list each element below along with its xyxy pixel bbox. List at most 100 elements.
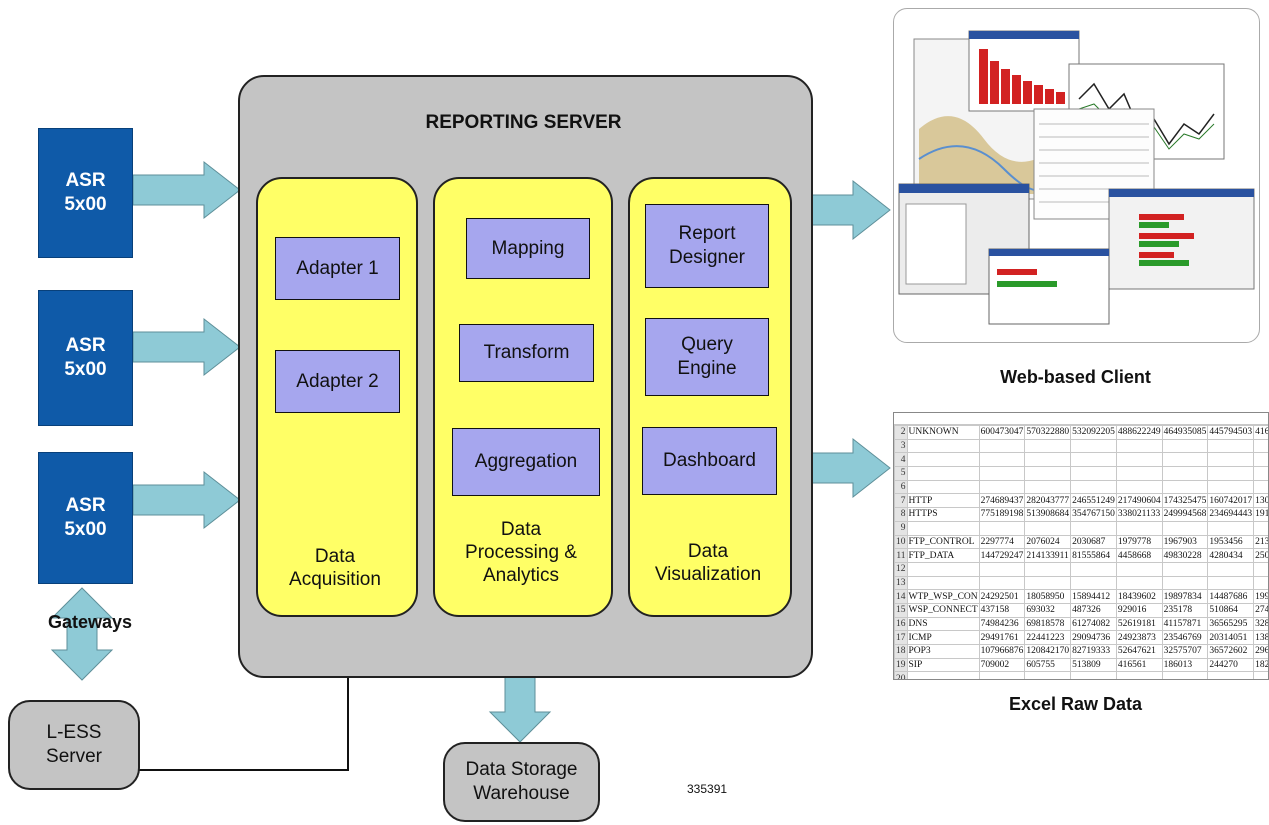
- excel-row: 3: [894, 438, 1268, 454]
- excel-cell: 81555864: [1070, 548, 1117, 563]
- excel-cell: 18439602: [1115, 589, 1163, 604]
- excel-cell: 709002: [978, 657, 1026, 673]
- excel-cell: 24923873: [1115, 630, 1163, 645]
- excel-cell: [1207, 561, 1255, 577]
- figure-number: 335391: [687, 782, 728, 796]
- excel-cell: 107966876: [978, 644, 1026, 659]
- excel-cell: 191819191: [1253, 507, 1268, 522]
- excel-cell: 282043777: [1024, 493, 1072, 509]
- excel-cell: 929016: [1115, 602, 1163, 618]
- less-server: L-ESS Server: [8, 700, 140, 790]
- excel-row-name: WSP_CONNECT: [906, 602, 980, 618]
- excel-cell: 69818578: [1024, 616, 1072, 632]
- excel-row-name: SIP: [906, 657, 980, 673]
- excel-row: 6: [894, 479, 1268, 495]
- excel-cell: 19897834: [1161, 589, 1209, 604]
- excel-cell: [1207, 520, 1255, 536]
- excel-cell: 214133911: [1024, 548, 1072, 563]
- excel-cell: [1161, 479, 1209, 495]
- excel-cell: 532092205: [1070, 425, 1117, 440]
- excel-cell: [1024, 479, 1072, 495]
- excel-cell: [1024, 520, 1072, 536]
- excel-row-name: [906, 561, 980, 577]
- excel-row-number: 7: [894, 493, 908, 509]
- excel-cell: 41157871: [1161, 616, 1209, 632]
- excel-cell: [1115, 438, 1163, 454]
- excel-row-number: 20: [894, 671, 908, 679]
- excel-cell: [978, 520, 1026, 536]
- excel-cell: 416941334: [1253, 425, 1268, 440]
- gateway-1-arrow: [132, 160, 241, 220]
- excel-cell: 4280434: [1207, 548, 1255, 563]
- excel-row-number: 9: [894, 520, 908, 536]
- excel-row-number: 2: [894, 425, 908, 440]
- excel-cell: 52647621: [1115, 644, 1163, 659]
- web-client-arrow: [809, 179, 891, 241]
- excel-cell: 445794503: [1207, 425, 1255, 440]
- excel-row-number: 18: [894, 644, 908, 659]
- excel-cell: [1161, 671, 1209, 679]
- excel-cell: 25011020: [1253, 548, 1268, 563]
- excel-cell: 120842170: [1024, 644, 1072, 659]
- excel-cell: [1024, 671, 1072, 679]
- excel-cell: [1161, 561, 1209, 577]
- excel-row-number: 4: [894, 452, 908, 468]
- excel-cell: 487326: [1070, 602, 1117, 618]
- excel-cell: [1024, 561, 1072, 577]
- excel-cell: 693032: [1024, 602, 1072, 618]
- excel-cell: 20314051: [1207, 630, 1255, 645]
- excel-row-number: 16: [894, 616, 908, 632]
- mapping-module: Mapping: [466, 218, 590, 279]
- excel-cell: [1253, 479, 1268, 495]
- excel-cell: 274689437: [978, 493, 1026, 509]
- excel-cell: [1161, 520, 1209, 536]
- excel-cell: [1207, 452, 1255, 468]
- excel-cell: [1207, 466, 1255, 481]
- excel-cell: [978, 438, 1026, 454]
- excel-row-name: [906, 575, 980, 591]
- excel-cell: 18058950: [1024, 589, 1072, 604]
- excel-cell: 1967903: [1161, 534, 1209, 550]
- excel-cell: 186013: [1161, 657, 1209, 673]
- excel-cell: [1024, 575, 1072, 591]
- excel-cell: [1207, 575, 1255, 591]
- excel-cell: 488622249: [1115, 425, 1163, 440]
- excel-row-name: [906, 466, 980, 481]
- excel-cell: [1253, 575, 1268, 591]
- excel-cell: [1161, 438, 1209, 454]
- transform-module: Transform: [459, 324, 594, 382]
- excel-cell: [1253, 671, 1268, 679]
- excel-cell: 32575707: [1161, 644, 1209, 659]
- excel-cell: 13818545: [1253, 630, 1268, 645]
- excel-cell: [978, 575, 1026, 591]
- excel-cell: [1253, 561, 1268, 577]
- adapter-1-module: Adapter 1: [275, 237, 400, 300]
- excel-row-name: ICMP: [906, 630, 980, 645]
- less-to-server-line: [138, 672, 349, 771]
- excel-cell: 510864: [1207, 602, 1255, 618]
- excel-truncated-row: [894, 413, 1268, 425]
- data-processing-label: Data Processing & Analytics: [465, 519, 577, 586]
- excel-arrow: [809, 437, 891, 499]
- excel-cell: 14487686: [1207, 589, 1255, 604]
- excel-cell: 235178: [1161, 602, 1209, 618]
- excel-row-number: 11: [894, 548, 908, 563]
- excel-cell: [1207, 438, 1255, 454]
- excel-row-number: 12: [894, 561, 908, 577]
- excel-cell: [1161, 466, 1209, 481]
- excel-cell: [1253, 452, 1268, 468]
- excel-cell: 52619181: [1115, 616, 1163, 632]
- excel-cell: 2297774: [978, 534, 1026, 550]
- query-engine-module: Query Engine: [645, 318, 769, 396]
- gateway-box-2: ASR 5x00: [38, 290, 133, 426]
- excel-row-name: [906, 671, 980, 679]
- excel-cell: 513809: [1070, 657, 1117, 673]
